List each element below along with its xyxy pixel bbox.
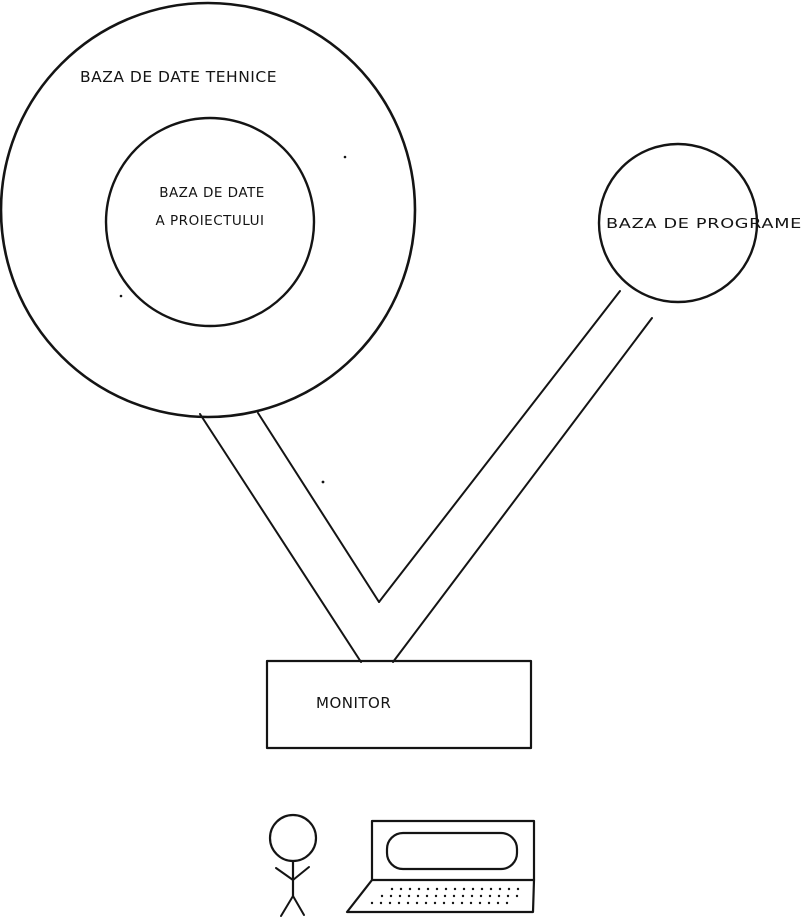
channel-right-inner-line [378,290,621,603]
keyboard-key-dot [469,901,473,905]
program-database-label: BAZA DE PROGRAME [606,217,802,232]
laptop-display [385,831,519,871]
keyboard-key-dot [426,887,430,891]
keyboard-key-dot [417,887,421,891]
keyboard-key-dot [460,901,464,905]
keyboard-key-dot [462,887,466,891]
project-database: BAZA DE DATE A PROIECTULUI [104,116,316,328]
keyboard-key-dot [434,894,438,898]
keyboard-key-dot [515,894,519,898]
channel-left-outer-line [199,413,362,663]
user-figure [268,813,318,917]
technical-database-label: BAZA DE DATE TEHNICE [80,68,277,86]
keyboard-key-dot [443,894,447,898]
connection-channel [199,290,653,663]
keyboard-key-dot [416,894,420,898]
keyboard-key-dot [390,887,394,891]
keyboard-key-dot [370,901,374,905]
keyboard-key-dot [498,887,502,891]
project-database-circle [104,116,316,328]
monitor: MONITOR [265,659,533,750]
technical-database: BAZA DE DATE TEHNICE [0,1,417,419]
monitor-box [265,659,533,750]
user-arms [275,866,310,881]
keyboard-key-dot [471,887,475,891]
keyboard-key-dot [442,901,446,905]
keyboard-key-dot [415,901,419,905]
keyboard-key-dot [399,887,403,891]
keyboard-key-dot [407,894,411,898]
laptop-icon [345,819,536,914]
laptop-keyboard [370,887,520,905]
project-database-label-line2: A PROIECTULUI [156,213,265,229]
keyboard-key-dot [452,894,456,898]
keyboard-key-dot [433,901,437,905]
keyboard-key-dot [388,901,392,905]
keyboard-key-dot [470,894,474,898]
program-database-circle [597,142,759,304]
keyboard-key-dot [451,901,455,905]
program-database: BAZA DE PROGRAME [597,142,802,304]
keyboard-key-dot [461,894,465,898]
keyboard-key-dot [487,901,491,905]
stray-marks [119,155,347,484]
keyboard-key-dot [453,887,457,891]
keyboard-key-dot [488,894,492,898]
stray-dot [343,155,347,159]
keyboard-key-dot [389,894,393,898]
channel-right-outer-line [392,317,653,663]
user-head [268,813,318,863]
keyboard-key-dot [398,894,402,898]
project-database-label-line1: BAZA DE DATE [159,185,265,201]
keyboard-key-dot [425,894,429,898]
technical-database-circle [0,1,417,419]
laptop-screen [370,819,536,882]
user-legs [280,895,305,917]
keyboard-key-dot [379,901,383,905]
keyboard-key-dot [480,887,484,891]
keyboard-key-dot [505,901,509,905]
stray-dot [119,294,123,298]
keyboard-key-dot [424,901,428,905]
keyboard-key-dot [380,894,384,898]
keyboard-key-dot [408,887,412,891]
keyboard-key-dot [479,894,483,898]
keyboard-key-dot [506,894,510,898]
keyboard-key-dot [516,887,520,891]
keyboard-key-dot [489,887,493,891]
keyboard-key-dot [497,894,501,898]
keyboard-key-dot [406,901,410,905]
stray-dot [321,480,325,484]
keyboard-key-dot [397,901,401,905]
channel-left-inner-line [257,412,380,603]
keyboard-key-dot [435,887,439,891]
keyboard-key-dot [507,887,511,891]
monitor-label: MONITOR [316,694,391,712]
keyboard-key-dot [444,887,448,891]
laptop-base [345,878,536,914]
keyboard-key-dot [478,901,482,905]
keyboard-key-dot [496,901,500,905]
